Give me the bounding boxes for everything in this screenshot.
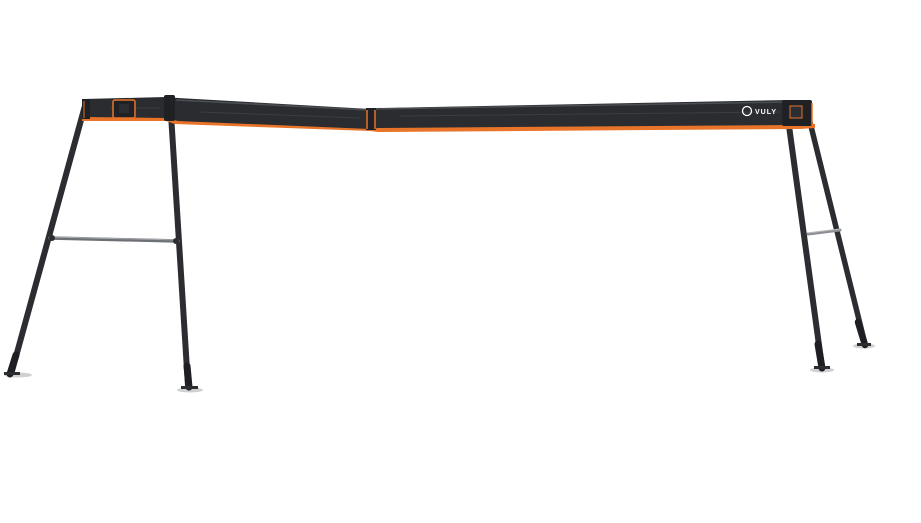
right-front-leg (783, 101, 825, 370)
brand-logo: VULY (741, 105, 777, 117)
brand-label: VULY (755, 109, 777, 116)
right-back-leg (803, 103, 868, 347)
left-back-leg (9, 99, 89, 374)
ground-shadows (4, 343, 875, 393)
logo-ring-icon (741, 105, 753, 117)
beam-center-joint (366, 108, 376, 130)
left-a-frame (4, 95, 198, 391)
top-beam (82, 95, 815, 132)
beam-orange-trim (82, 116, 815, 132)
left-crossbar (48, 236, 180, 243)
right-crossbar (806, 228, 842, 236)
right-a-frame (783, 101, 871, 372)
